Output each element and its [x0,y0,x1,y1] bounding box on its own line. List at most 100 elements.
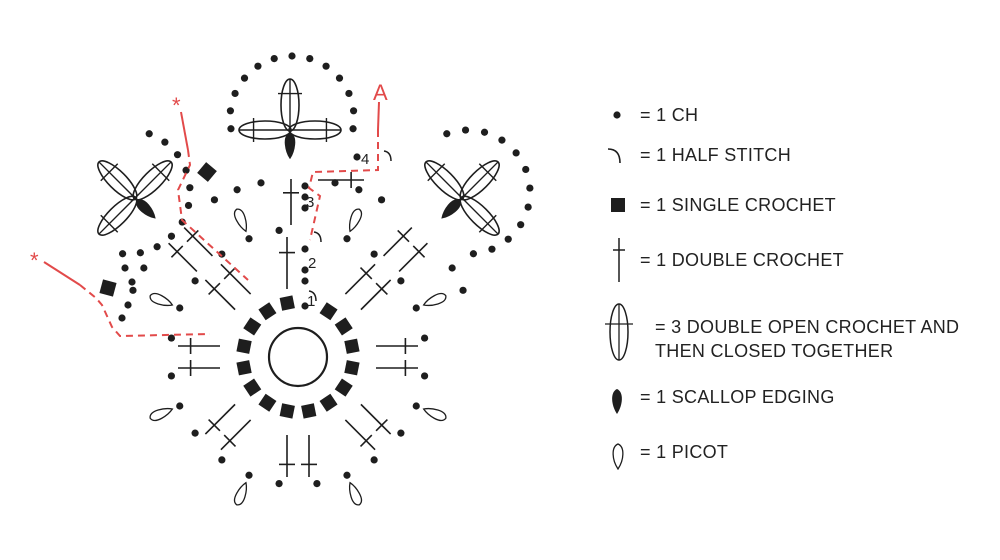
chain-dot [240,74,249,82]
picot [233,208,247,233]
chain-dot [331,179,339,187]
chain-dot [524,203,532,211]
path-line [43,261,81,286]
legend-picot: = 1 PICOT [640,442,729,462]
cluster-petal [97,195,138,236]
petal-stem [133,161,172,200]
chain-dot [124,301,132,309]
single-crochet-square [344,360,360,376]
start-marker-a: A [373,80,388,105]
chain-dot [231,89,239,98]
chain-dot [355,186,363,194]
dc-crossbar [375,418,388,432]
double-crochet-stitch [183,227,214,257]
picot [149,292,174,306]
chain-dot [345,89,353,98]
single-crochet-square [243,317,262,336]
chain-dot [153,243,161,251]
legend-single-crochet: = 1 SINGLE CROCHET [640,195,836,215]
chain-dot [370,250,378,258]
picot [349,208,363,233]
legend-cluster: = 3 DOUBLE OPEN CROCHET AND [655,317,960,337]
chain-dot [210,196,219,204]
path-dashed [79,284,211,338]
double-crochet-stitch [220,419,252,451]
chain-dot [313,479,321,488]
chain-dot [226,107,235,115]
legend-scallop: = 1 SCALLOP EDGING [640,387,835,407]
chain-dot [349,107,358,115]
chain-dot [420,372,429,380]
chain-dot [443,130,451,138]
scallop-shape [136,199,156,219]
petal-crossbar [100,214,119,233]
scallop [441,199,461,219]
chain-dot-icon [613,111,621,119]
cluster-petal [459,160,500,201]
double-crochet-stitch [168,242,198,273]
chain-dot [191,277,199,285]
chain-dot [173,151,182,159]
picot [233,481,247,506]
chain-dot [512,149,520,157]
chain-dot [522,165,530,174]
petal-crossbar [478,214,497,233]
double-crochet-stitch [376,338,418,354]
round-label-2: 2 [308,255,316,272]
chain-dot [420,334,429,342]
dc-crossbar [223,267,237,280]
legend-icons [605,111,633,471]
chain-dot [167,232,176,240]
picot-shape [233,481,247,506]
flower-left [97,130,194,258]
dc-stem [360,403,392,435]
dc-stem [382,227,413,257]
dc-stem [204,279,236,311]
chain-dot [288,52,296,60]
half-stitch [308,290,317,302]
petal-crossbar [151,163,170,182]
double-crochet-stitch [178,360,220,376]
half-stitch [313,231,322,243]
chain-dot [498,136,506,144]
petal-crossbar [100,163,119,182]
double-crochet-stitch [382,227,413,257]
chain-dot [322,62,330,70]
scallop-icon [612,389,622,414]
dc-crossbar [375,282,388,296]
chain-dot [257,179,265,187]
chain-dot [448,264,456,272]
picot-shape [422,292,447,306]
chain-dot [275,479,283,488]
chain-dot [301,277,309,285]
dc-stem [204,403,236,435]
double-crochet-stitch [360,403,392,435]
scallop-shape [284,133,296,160]
chain-dot [370,456,378,464]
chain-dot [343,235,351,243]
chain-dot [167,372,176,380]
single-crochet-square [99,279,117,297]
picot-shape [349,208,363,233]
single-crochet-icon [611,198,625,212]
chain-dot [270,55,278,63]
picot-icon [612,443,624,471]
picot [422,408,447,422]
legend-cluster-line2: THEN CLOSED TOGETHER [655,341,894,361]
single-crochet-square [236,360,252,376]
double-crochet-stitch [398,242,428,273]
petal-crossbar [478,163,497,182]
dc-stem [168,242,198,273]
chain-dot [129,286,137,294]
dc-stem [360,279,392,311]
chain-dot [145,130,153,138]
chain-dot [128,278,136,286]
double-crochet-stitch [344,263,376,295]
chain-dot [186,184,194,192]
cluster-petal [97,160,138,201]
half-stitch [383,150,392,162]
round-label-4: 4 [361,151,369,168]
path-dashed [307,130,379,241]
magic-ring [267,326,329,388]
